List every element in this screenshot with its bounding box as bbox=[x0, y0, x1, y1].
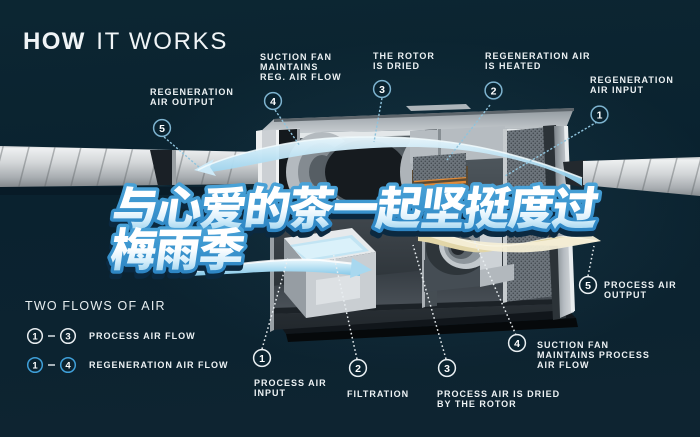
svg-text:2: 2 bbox=[491, 85, 497, 97]
svg-text:4: 4 bbox=[65, 360, 71, 371]
svg-text:3: 3 bbox=[379, 84, 385, 96]
svg-text:2: 2 bbox=[355, 363, 361, 375]
svg-text:3: 3 bbox=[65, 331, 70, 342]
svg-text:1: 1 bbox=[259, 353, 265, 365]
svg-text:4: 4 bbox=[514, 338, 520, 350]
svg-text:1: 1 bbox=[32, 360, 38, 371]
svg-text:5: 5 bbox=[159, 123, 165, 135]
svg-text:1: 1 bbox=[32, 331, 38, 342]
svg-text:1: 1 bbox=[597, 109, 603, 121]
svg-text:4: 4 bbox=[270, 96, 276, 108]
svg-text:3: 3 bbox=[444, 363, 450, 375]
svg-text:5: 5 bbox=[585, 280, 591, 292]
